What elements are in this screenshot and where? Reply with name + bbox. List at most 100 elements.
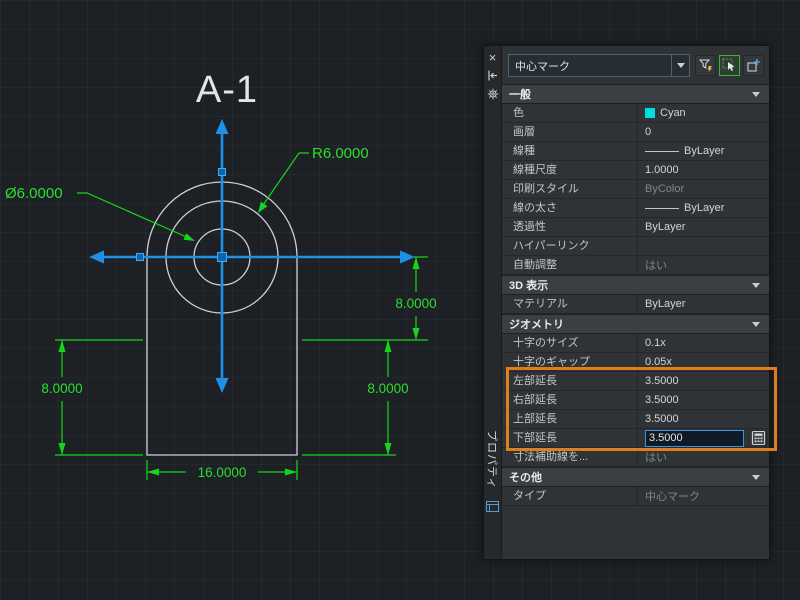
- dim-width-label: 16.0000: [198, 465, 247, 480]
- property-value[interactable]: 0.1x: [638, 334, 769, 352]
- pickadd-toggle-icon[interactable]: [743, 55, 764, 76]
- property-value-text: ByLayer: [645, 298, 686, 310]
- palette-tab-title[interactable]: プロパティ: [485, 429, 498, 489]
- extension-value-input[interactable]: [645, 429, 744, 447]
- section-header[interactable]: ジオメトリ: [502, 314, 769, 334]
- radius-label: R6.0000: [312, 145, 369, 162]
- leader-arrow: [258, 201, 268, 213]
- property-value-text: 3.5000: [645, 394, 679, 406]
- property-value[interactable]: 1.0000: [638, 161, 769, 179]
- chevron-down-icon[interactable]: [752, 91, 760, 97]
- section-title: ジオメトリ: [509, 319, 564, 331]
- cross-left-grip[interactable]: [136, 253, 144, 261]
- top-arrow-grip[interactable]: [215, 119, 229, 134]
- property-value[interactable]: [638, 429, 769, 447]
- property-value-text: ByLayer: [684, 145, 725, 157]
- property-value[interactable]: ByLayer: [638, 218, 769, 236]
- radius-leader[interactable]: R6.0000: [258, 145, 369, 213]
- drawing-title[interactable]: A-1: [196, 69, 258, 111]
- dimension-middle[interactable]: 8.0000: [302, 340, 409, 456]
- properties-palette: × プロパティ 中心マーク: [483, 45, 770, 560]
- plate-path[interactable]: [146, 181, 298, 456]
- property-value[interactable]: Cyan: [638, 104, 769, 122]
- close-icon[interactable]: ×: [488, 50, 497, 65]
- color-swatch: [645, 108, 655, 118]
- property-value[interactable]: ByLayer: [638, 295, 769, 313]
- calculator-icon[interactable]: [749, 430, 767, 446]
- property-value[interactable]: 中心マーク: [638, 487, 769, 505]
- cross-top-grip[interactable]: [218, 168, 226, 176]
- quick-select-icon[interactable]: [695, 55, 716, 76]
- property-label: マテリアル: [502, 295, 638, 313]
- property-value-text: 3.5000: [645, 375, 679, 387]
- property-label: 十字のギャップ: [502, 353, 638, 371]
- section-title: その他: [509, 472, 542, 484]
- dimension-width[interactable]: 16.0000: [146, 460, 298, 480]
- property-value[interactable]: はい: [638, 448, 769, 466]
- center-mark[interactable]: [89, 119, 415, 393]
- chevron-down-icon[interactable]: [752, 474, 760, 480]
- section-header[interactable]: その他: [502, 467, 769, 487]
- section-header[interactable]: 3D 表示: [502, 275, 769, 295]
- property-value-text: ByLayer: [645, 221, 686, 233]
- right-arrow-grip[interactable]: [400, 250, 415, 264]
- center-grip[interactable]: [217, 252, 227, 262]
- property-label: 印刷スタイル: [502, 180, 638, 198]
- object-type-dropdown[interactable]: 中心マーク: [508, 54, 690, 77]
- property-value[interactable]: ByColor: [638, 180, 769, 198]
- dim-right-label: 8.0000: [395, 296, 436, 311]
- property-value[interactable]: [638, 237, 769, 255]
- chevron-down-icon[interactable]: [671, 55, 689, 76]
- property-value[interactable]: ByLayer: [638, 142, 769, 160]
- property-value-text: 0.05x: [645, 356, 672, 368]
- property-value-text: 3.5000: [645, 413, 679, 425]
- property-value-text: 1.0000: [645, 164, 679, 176]
- property-value[interactable]: 3.5000: [638, 410, 769, 428]
- property-value-text: はい: [645, 260, 667, 272]
- chevron-down-icon[interactable]: [752, 321, 760, 327]
- section-header[interactable]: 一般: [502, 84, 769, 104]
- property-value-text: 中心マーク: [645, 491, 700, 503]
- property-label: 寸法補助線を...: [502, 448, 638, 466]
- linetype-sample: [645, 207, 679, 209]
- property-value[interactable]: ByLayer: [638, 199, 769, 217]
- property-row: 線種尺度 1.0000: [502, 161, 769, 180]
- linetype-sample: [645, 150, 679, 152]
- property-value[interactable]: 0.05x: [638, 353, 769, 371]
- property-row: 自動調整はい: [502, 256, 769, 275]
- left-arrow-grip[interactable]: [89, 250, 104, 264]
- property-value[interactable]: 3.5000: [638, 372, 769, 390]
- property-label: 下部延長: [502, 429, 638, 447]
- leader-arrow: [183, 233, 195, 241]
- chevron-down-icon[interactable]: [752, 282, 760, 288]
- property-label: タイプ: [502, 487, 638, 505]
- bottom-arrow-grip[interactable]: [215, 378, 229, 393]
- property-value[interactable]: 0: [638, 123, 769, 141]
- property-row: タイプ中心マーク: [502, 487, 769, 506]
- properties-palette-icon: [486, 499, 499, 517]
- property-row: 十字のギャップ 0.05x: [502, 353, 769, 372]
- property-label: 色: [502, 104, 638, 122]
- dimension-right[interactable]: 8.0000: [302, 256, 437, 341]
- property-label: 線種尺度: [502, 161, 638, 179]
- section-title: 一般: [509, 89, 531, 101]
- dimension-left[interactable]: 8.0000: [41, 339, 143, 456]
- property-row: マテリアル ByLayer: [502, 295, 769, 314]
- property-value[interactable]: 3.5000: [638, 391, 769, 409]
- diameter-leader[interactable]: Ø6.0000: [5, 185, 195, 241]
- auto-hide-icon[interactable]: [486, 68, 500, 83]
- property-value[interactable]: はい: [638, 256, 769, 274]
- settings-icon[interactable]: [486, 86, 500, 101]
- select-objects-icon[interactable]: [719, 55, 740, 76]
- palette-title-bar: × プロパティ: [484, 46, 502, 559]
- palette-toolbar: [695, 55, 764, 76]
